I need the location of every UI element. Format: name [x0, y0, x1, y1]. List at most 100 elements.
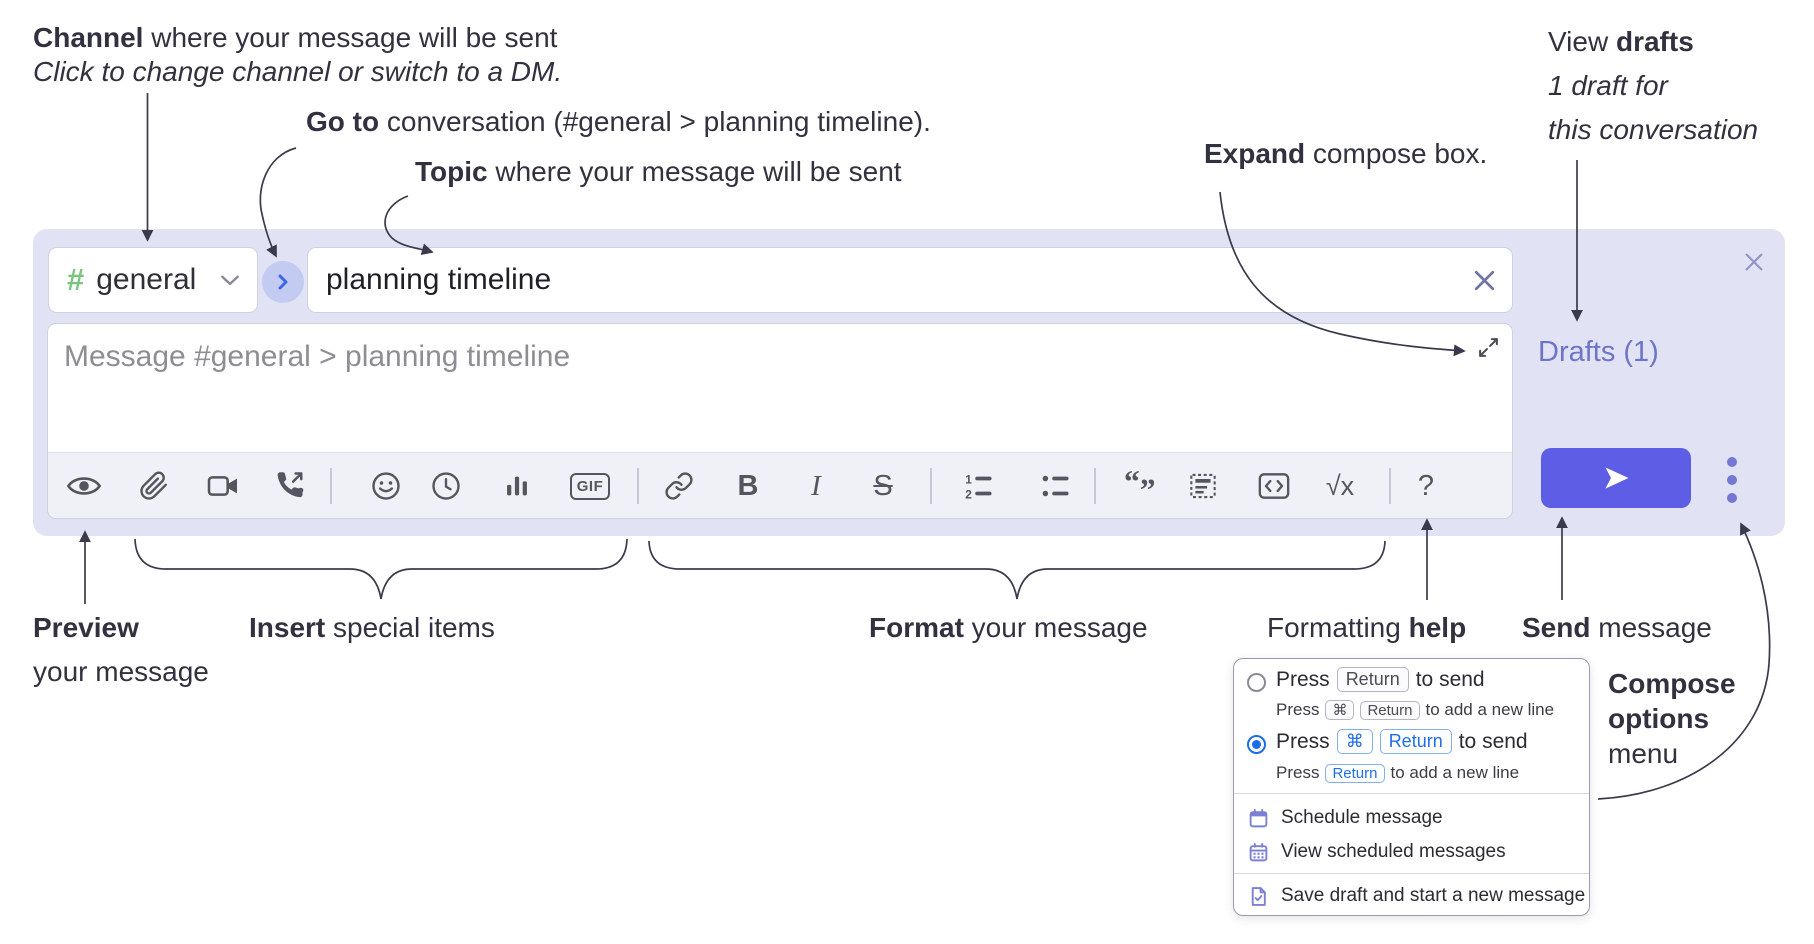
chevron-down-icon: [219, 273, 241, 287]
annotation-drafts-bold: drafts: [1615, 26, 1694, 57]
svg-text:“: “: [1124, 471, 1140, 499]
annotation-compose-options-line2: options: [1608, 703, 1710, 734]
video-call-icon[interactable]: [201, 464, 245, 508]
option-subtext: to add a new line: [1425, 700, 1555, 719]
channel-name: general: [96, 263, 197, 296]
option-subtext: to add a new line: [1390, 763, 1520, 782]
gif-label: GIF: [569, 472, 611, 500]
kbd-cmd: ⌘: [1325, 700, 1355, 720]
help-icon[interactable]: ?: [1404, 464, 1448, 508]
annotation-drafts-line2: 1 draft for: [1548, 70, 1668, 102]
quote-icon[interactable]: “”: [1119, 464, 1163, 508]
poll-icon[interactable]: [495, 464, 539, 508]
brace-format: [648, 540, 1386, 600]
annotation-drafts-line2-text: 1 draft for: [1548, 70, 1668, 101]
bulleted-list-icon[interactable]: [1034, 464, 1078, 508]
message-input[interactable]: [48, 324, 1512, 450]
annotation-drafts-pre: View: [1548, 26, 1616, 57]
annotation-channel: Channel where your message will be sent: [33, 22, 557, 54]
calendar-icon: [1248, 808, 1269, 829]
toolbar-divider: [330, 468, 332, 504]
kbd-cmd: ⌘: [1336, 729, 1373, 754]
menu-item-save-draft[interactable]: Save draft and start a new message: [1234, 879, 1589, 913]
italic-icon[interactable]: I: [794, 464, 838, 508]
annotation-compose-options-line3: menu: [1608, 738, 1679, 769]
menu-divider: [1234, 793, 1589, 794]
brace-insert: [134, 538, 628, 600]
voice-call-icon[interactable]: [268, 464, 312, 508]
annotation-format-rest: your message: [963, 612, 1148, 643]
option-subtext: Press: [1276, 700, 1320, 719]
annotation-format: Format your message: [869, 612, 1148, 644]
annotation-channel-bold: Channel: [33, 22, 144, 53]
time-icon[interactable]: [424, 464, 468, 508]
drafts-link[interactable]: Drafts (1): [1538, 336, 1659, 368]
calendar-grid-icon: [1248, 842, 1269, 863]
spoiler-icon[interactable]: [1181, 464, 1225, 508]
expand-compose-icon[interactable]: [1477, 336, 1500, 364]
annotation-send-rest: message: [1590, 612, 1712, 643]
menu-divider: [1234, 873, 1589, 874]
channel-selector[interactable]: # general: [48, 247, 258, 313]
annotation-drafts-line3-text: this conversation: [1548, 114, 1759, 145]
close-compose-icon[interactable]: [1737, 245, 1771, 279]
annotation-send: Send message: [1522, 612, 1712, 644]
math-label: √x: [1325, 470, 1355, 501]
strike-label: S: [873, 469, 893, 502]
annotation-expand-rest: compose box.: [1305, 138, 1488, 169]
attach-file-icon[interactable]: [132, 464, 176, 508]
option-subtext: Press: [1276, 763, 1320, 782]
clear-topic-icon[interactable]: [1471, 267, 1498, 294]
help-label: ?: [1417, 469, 1435, 502]
svg-text:1: 1: [965, 473, 972, 487]
annotation-preview-bold: Preview: [33, 612, 139, 643]
annotation-channel-rest: where your message will be sent: [143, 22, 558, 53]
annotation-format-bold: Format: [869, 612, 964, 643]
annotation-expand-bold: Expand: [1204, 138, 1306, 169]
annotation-insert: Insert special items: [249, 612, 495, 644]
annotation-goto: Go to conversation (#general > planning …: [306, 106, 931, 138]
go-to-conversation-button[interactable]: [262, 261, 304, 303]
annotation-goto-rest: conversation (#general > planning timeli…: [379, 106, 931, 137]
option-text: Press: [1276, 729, 1330, 753]
preview-eye-icon[interactable]: [62, 464, 106, 508]
topic-input[interactable]: [326, 263, 1471, 297]
annotation-drafts-line3: this conversation: [1548, 114, 1758, 146]
radio-cmd-return-to-send[interactable]: [1247, 735, 1266, 754]
option-text: to send: [1458, 729, 1528, 753]
send-button[interactable]: [1541, 448, 1691, 508]
annotation-insert-rest: special items: [325, 612, 495, 643]
annotation-compose-options: Compose options menu: [1608, 666, 1736, 771]
radio-return-to-send[interactable]: [1247, 673, 1266, 692]
code-icon[interactable]: [1252, 464, 1296, 508]
annotation-help-pre: Formatting: [1267, 612, 1409, 643]
strikethrough-icon[interactable]: S: [861, 464, 905, 508]
kbd-return: Return: [1379, 729, 1452, 754]
menu-item-schedule-message[interactable]: Schedule message: [1234, 801, 1589, 835]
toolbar-divider: [637, 468, 639, 504]
svg-text:2: 2: [965, 488, 972, 501]
annotation-insert-bold: Insert: [249, 612, 326, 643]
menu-item-view-scheduled[interactable]: View scheduled messages: [1234, 835, 1589, 869]
link-icon[interactable]: [657, 464, 701, 508]
toolbar-divider: [930, 468, 932, 504]
compose-options-dots-icon[interactable]: [1717, 457, 1747, 503]
gif-icon[interactable]: GIF: [568, 464, 612, 508]
emoji-icon[interactable]: [364, 464, 408, 508]
annotation-goto-bold: Go to: [306, 106, 380, 137]
kbd-return: Return: [1325, 763, 1385, 783]
math-icon[interactable]: √x: [1318, 464, 1362, 508]
bold-icon[interactable]: B: [726, 464, 770, 508]
annotation-help-bold: help: [1408, 612, 1467, 643]
annotation-topic-bold: Topic: [415, 156, 488, 187]
annotation-topic-rest: where your message will be sent: [487, 156, 902, 187]
annotation-send-bold: Send: [1522, 612, 1591, 643]
option-cmd-return-subtext: Press Return to add a new line: [1276, 763, 1519, 783]
annotation-preview: Preview: [33, 612, 139, 644]
